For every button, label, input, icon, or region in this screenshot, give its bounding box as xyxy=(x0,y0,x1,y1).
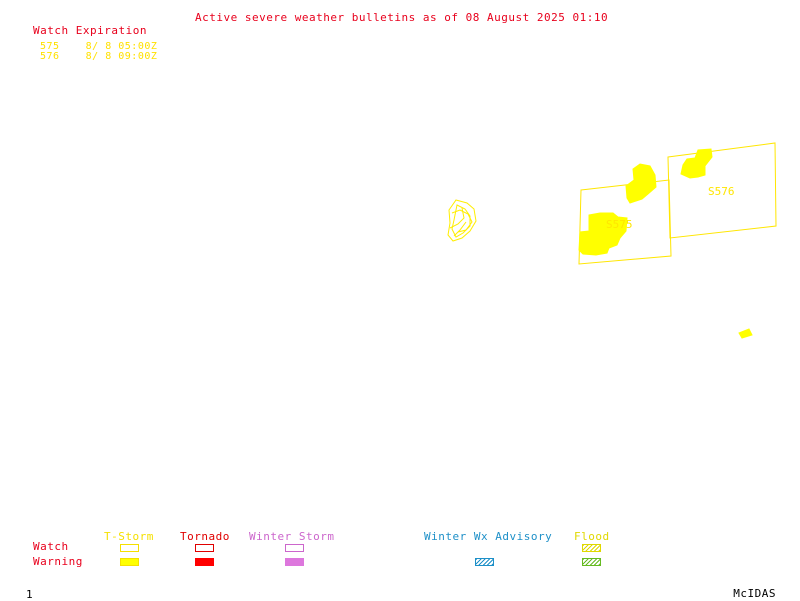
legend-tornado-label: Tornado xyxy=(180,530,230,543)
watch-list-item: 576 8/ 8 09:00Z xyxy=(40,51,157,63)
legend-winter-storm-warning-swatch xyxy=(285,558,304,566)
legend-flood-label: Flood xyxy=(574,530,610,543)
watch-expiration: 8/ 8 09:00Z xyxy=(85,51,158,62)
legend-tstorm-watch-swatch xyxy=(120,544,139,552)
mcidas-brand: McIDAS xyxy=(733,587,776,600)
watch-number: 575 xyxy=(40,41,60,52)
watch-576-label: S576 xyxy=(708,185,735,198)
warning-polygon[interactable] xyxy=(578,212,628,256)
frame-number: 1 xyxy=(26,588,34,601)
warning-polygon[interactable] xyxy=(738,328,753,339)
legend-tornado-warning-swatch xyxy=(195,558,214,566)
page-title: Active severe weather bulletins as of 08… xyxy=(195,11,609,24)
legend-tstorm-label: T-Storm xyxy=(104,530,154,543)
watch-expiration-heading: Watch Expiration xyxy=(33,24,147,37)
warning-polygon[interactable] xyxy=(625,163,657,204)
legend-flood-watch-swatch xyxy=(582,544,601,552)
warning-polygon[interactable] xyxy=(680,148,713,179)
legend-warning-row-label: Warning xyxy=(33,555,83,568)
watch-575-label: S575 xyxy=(606,218,633,231)
legend-tstorm-warning-swatch xyxy=(120,558,139,566)
watch-expiration: 8/ 8 05:00Z xyxy=(85,41,158,52)
legend-winter-wx-advisory-warning-swatch xyxy=(475,558,494,566)
watch-number: 576 xyxy=(40,51,60,62)
watch-list-item: 575 8/ 8 05:00Z xyxy=(40,41,157,53)
watch-576-outline[interactable] xyxy=(667,142,777,239)
storm-outline-cluster[interactable] xyxy=(447,199,477,242)
legend-watch-row-label: Watch xyxy=(33,540,69,553)
legend-winter-wx-advisory-label: Winter Wx Advisory xyxy=(424,530,553,543)
legend-winter-storm-label: Winter Storm xyxy=(249,530,335,543)
legend-tornado-watch-swatch xyxy=(195,544,214,552)
legend-winter-storm-watch-swatch xyxy=(285,544,304,552)
legend-flood-warning-swatch xyxy=(582,558,601,566)
